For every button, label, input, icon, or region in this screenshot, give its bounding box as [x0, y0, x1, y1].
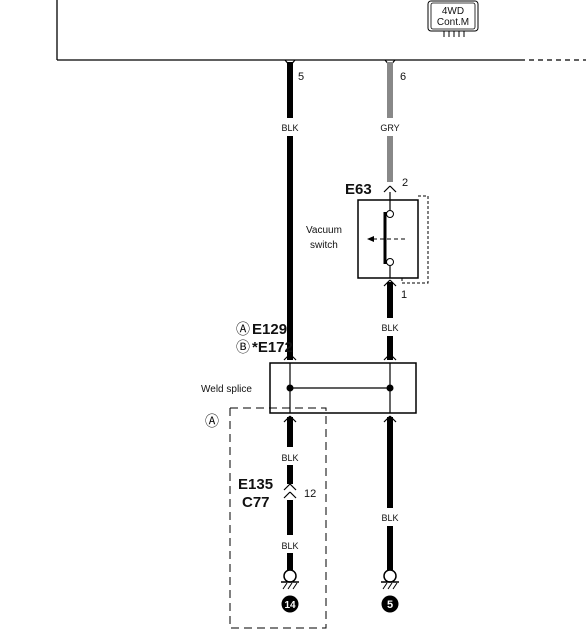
splice-top-ticks	[283, 353, 397, 361]
ground-left-icon	[281, 569, 299, 613]
left-wire-color: BLK	[281, 123, 298, 133]
lower-connector-pin: 12	[304, 488, 316, 500]
left-pin-number: 5	[298, 71, 304, 83]
right-pin-number: 6	[400, 71, 406, 83]
switch-connector-id: E63	[345, 181, 372, 198]
ground-left-number: 14	[284, 600, 296, 611]
splice-connector-b: *E172	[252, 339, 293, 356]
module-connector-icon: 4WD Cont.M	[427, 0, 479, 37]
control-module-box	[56, 0, 586, 61]
splice-variant-b: Ⓑ	[236, 339, 250, 355]
lower-connector-line1: E135	[238, 476, 273, 493]
lower-variant-a: Ⓐ	[205, 413, 219, 429]
module-label-line2: Cont.M	[437, 17, 469, 28]
lower-connector-line2: C77	[242, 494, 270, 511]
weld-splice	[269, 362, 417, 414]
module-label-line1: 4WD	[442, 6, 464, 17]
switch-pin-bottom: 1	[401, 289, 407, 301]
lower-right-color: BLK	[381, 513, 398, 523]
right-wire-color: GRY	[380, 123, 399, 133]
weld-splice-label: Weld splice	[201, 384, 252, 395]
ground-right-number: 5	[387, 599, 393, 611]
splice-variant-a: Ⓐ	[236, 321, 250, 337]
splice-bottom-ticks	[283, 415, 397, 423]
splice-connector-a: E129	[252, 321, 287, 338]
connector-e135-ticks	[283, 483, 297, 499]
lower-left-color-bottom: BLK	[281, 541, 298, 551]
switch-label-line1: Vacuum	[306, 225, 342, 236]
switch-label-line2: switch	[310, 240, 338, 251]
module-pin-ticks	[284, 59, 396, 67]
switch-pin2-ticks	[383, 185, 397, 193]
switch-pin-top: 2	[402, 177, 408, 189]
ground-right-icon	[381, 569, 399, 613]
variant-a-dashed-box	[229, 407, 327, 629]
lower-left-color-top: BLK	[281, 453, 298, 463]
switch-out-wire-color: BLK	[381, 323, 398, 333]
vacuum-switch	[357, 195, 429, 284]
